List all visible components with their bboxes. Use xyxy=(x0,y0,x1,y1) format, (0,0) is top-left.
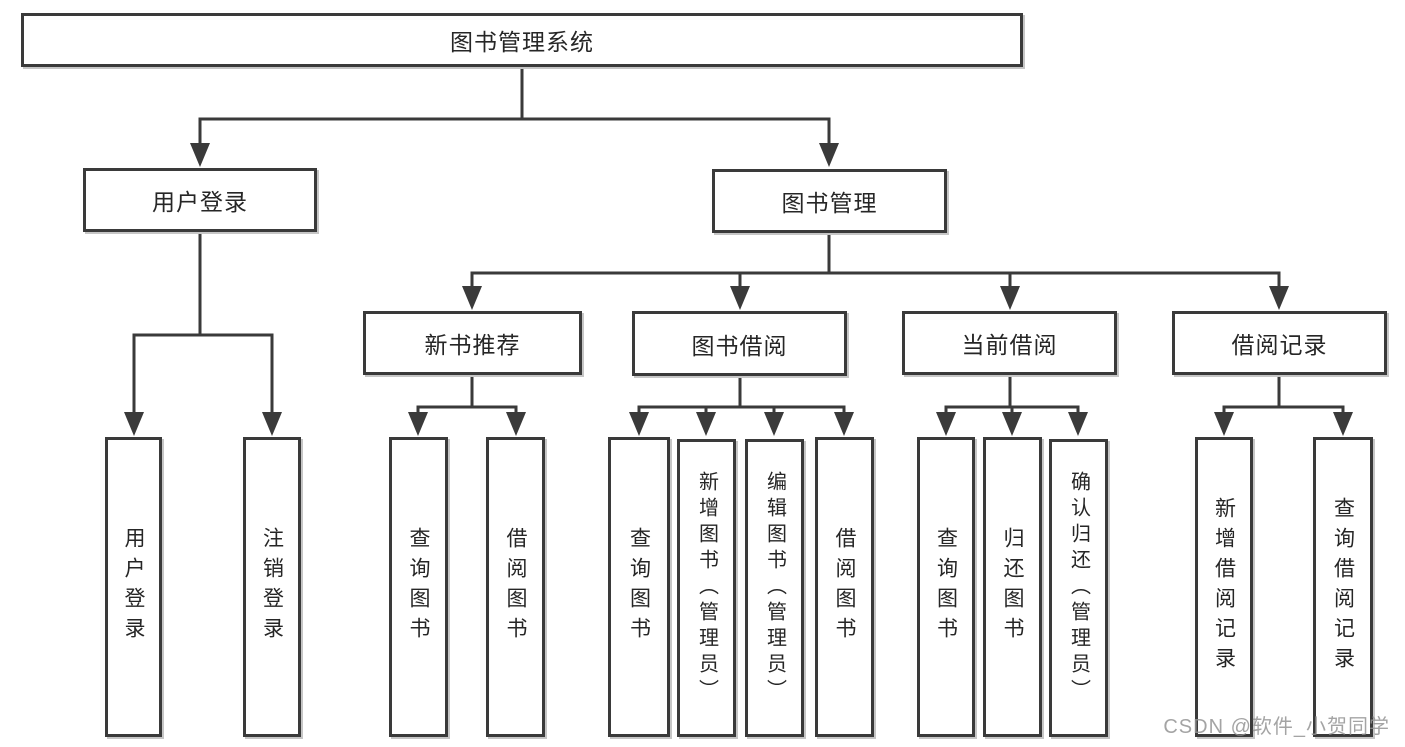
node-book-management: 图书管理 xyxy=(712,169,947,233)
leaf-logout-label: 注销登录 xyxy=(260,527,284,647)
leaf-add-book-admin: 新增图书（管理员） xyxy=(677,439,736,737)
leaf-query-borrow-record: 查询借阅记录 xyxy=(1313,437,1373,737)
node-library-management-system-label: 图书管理系统 xyxy=(450,29,594,55)
node-book-management-label: 图书管理 xyxy=(781,190,878,216)
leaf-return-books-label: 归还图书 xyxy=(1001,527,1024,647)
leaf-borrow-books-2-label: 借阅图书 xyxy=(833,527,856,647)
leaf-user-login-label: 用户登录 xyxy=(122,527,145,647)
leaf-confirm-return-admin: 确认归还（管理员） xyxy=(1049,439,1108,737)
leaf-user-login: 用户登录 xyxy=(105,437,162,737)
leaf-query-borrow-record-label: 查询借阅记录 xyxy=(1331,497,1355,677)
node-new-book-recommendation-label: 新书推荐 xyxy=(424,332,521,358)
leaf-confirm-return-admin-label: 确认归还（管理员） xyxy=(1067,471,1090,705)
leaf-logout: 注销登录 xyxy=(243,437,301,737)
node-current-borrowing-label: 当前借阅 xyxy=(961,332,1058,358)
node-book-borrowing-label: 图书借阅 xyxy=(691,332,788,359)
node-new-book-recommendation: 新书推荐 xyxy=(363,311,582,375)
leaf-borrow-books-1: 借阅图书 xyxy=(486,437,545,737)
node-borrowing-records-label: 借阅记录 xyxy=(1231,332,1328,358)
leaf-query-books-3-label: 查询图书 xyxy=(934,527,958,647)
leaf-return-books: 归还图书 xyxy=(983,437,1042,737)
leaf-query-books-1-label: 查询图书 xyxy=(407,527,430,647)
leaf-edit-book-admin: 编辑图书（管理员） xyxy=(745,439,804,737)
leaf-edit-book-admin-label: 编辑图书（管理员） xyxy=(763,471,786,705)
node-current-borrowing: 当前借阅 xyxy=(902,311,1117,375)
node-borrowing-records: 借阅记录 xyxy=(1172,311,1387,375)
leaf-query-books-2-label: 查询图书 xyxy=(627,527,651,647)
leaf-borrow-books-2: 借阅图书 xyxy=(815,437,874,737)
watermark: CSDN @软件_小贺同学 xyxy=(1163,716,1390,738)
node-book-borrowing: 图书借阅 xyxy=(632,311,847,376)
leaf-query-books-2: 查询图书 xyxy=(608,437,670,737)
node-user-login: 用户登录 xyxy=(83,168,317,232)
leaf-query-books-3: 查询图书 xyxy=(917,437,975,737)
leaf-borrow-books-1-label: 借阅图书 xyxy=(504,527,527,647)
leaf-add-borrow-record-label: 新增借阅记录 xyxy=(1212,497,1236,677)
node-library-management-system: 图书管理系统 xyxy=(21,13,1023,67)
leaf-query-books-1: 查询图书 xyxy=(389,437,448,737)
leaf-add-book-admin-label: 新增图书（管理员） xyxy=(695,471,718,705)
leaf-add-borrow-record: 新增借阅记录 xyxy=(1195,437,1253,737)
node-user-login-label: 用户登录 xyxy=(152,189,248,215)
